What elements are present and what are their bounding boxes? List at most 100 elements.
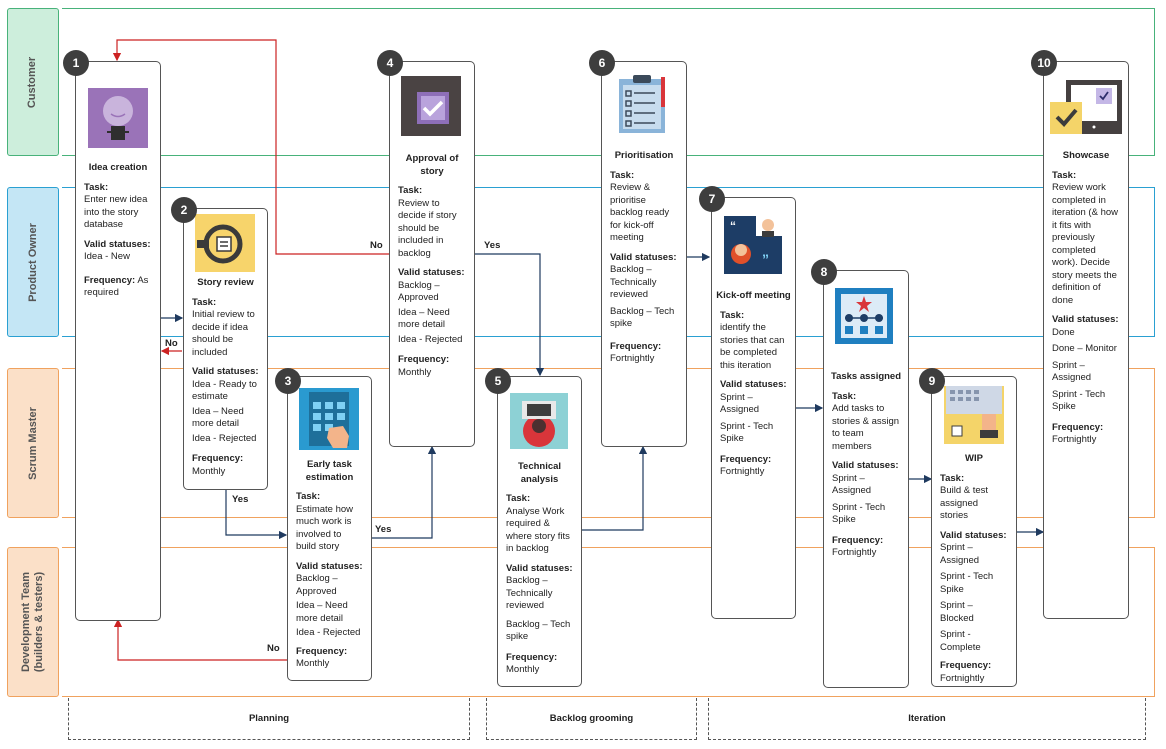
card-title: Approval of story (405, 153, 459, 177)
card-task: Review & prioritise backlog ready for ki… (610, 182, 670, 243)
card-status: Done – Monitor (1052, 343, 1117, 354)
step-badge: 6 (589, 50, 615, 76)
step-badge: 8 (811, 259, 837, 285)
card-status: Idea - New (84, 251, 130, 262)
card-status: Backlog – Technically reviewed (506, 575, 553, 611)
svg-text:“: “ (730, 219, 736, 233)
card-title: Story review (197, 277, 254, 288)
card-frequency: Fortnightly (940, 672, 985, 684)
card-task: Build & test assigned stories (940, 485, 989, 521)
arrow-4-to-5-yes (474, 253, 545, 377)
card-frequency: Monthly (506, 664, 540, 675)
card-title: Early task estimation (305, 459, 354, 483)
phase-backlog-grooming: Backlog grooming (486, 698, 697, 740)
magnifier-icon (195, 214, 255, 272)
card-status: Sprint – Assigned (720, 391, 760, 416)
developer-icon (510, 393, 568, 449)
step-card-showcase: Showcase Task: Review work completed in … (1043, 61, 1129, 619)
card-status: Idea - Rejected (192, 432, 257, 444)
card-status: Sprint – Assigned (832, 472, 872, 497)
phase-iteration: Iteration (708, 698, 1146, 740)
label-no-3-1: No (267, 643, 280, 654)
lane-label-product-owner: Product Owner (7, 187, 59, 337)
card-status: Idea - Rejected (296, 627, 361, 638)
card-status: Idea - Ready to estimate (192, 378, 257, 403)
card-task: identify the stories that can be complet… (720, 322, 785, 371)
arrow-5-to-6 (582, 445, 648, 531)
label-no-4-1: No (370, 240, 383, 251)
step-badge: 9 (919, 368, 945, 394)
card-status: Done (1052, 326, 1075, 338)
card-title: Technical analysis (517, 461, 562, 485)
clipboard-icon (619, 75, 665, 133)
card-status: Sprint – Blocked (940, 600, 974, 624)
card-title: Showcase (1062, 150, 1110, 161)
card-status: Backlog – Approved (398, 279, 440, 304)
phase-planning: Planning (68, 698, 470, 740)
card-status: Sprint - Tech Spike (940, 571, 994, 595)
card-status: Backlog – Technically reviewed (610, 264, 657, 300)
card-status: Idea – Need more detail (398, 306, 450, 331)
card-title: Prioritisation (614, 150, 674, 161)
card-status: Idea – Need more detail (192, 405, 244, 430)
arrow-3-to-4-yes (371, 445, 437, 539)
step-badge: 2 (171, 197, 197, 223)
card-task: Initial review to decide if idea should … (192, 309, 255, 358)
arrow-2-to-3-yes (225, 490, 288, 540)
card-status: Sprint – Assigned (940, 542, 980, 566)
card-status: Sprint - Complete (940, 629, 981, 653)
step-badge: 7 (699, 186, 725, 212)
card-frequency: Monthly (296, 658, 330, 669)
card-task: Enter new idea into the story database (84, 194, 148, 230)
card-task: Add tasks to stories & assign to team me… (832, 403, 900, 452)
card-frequency: Fortnightly (720, 466, 765, 477)
card-task: Review work completed in iteration (& ho… (1052, 182, 1119, 306)
label-yes-2-3: Yes (232, 494, 249, 505)
card-frequency: Fortnightly (1052, 434, 1097, 445)
lane-dev-team (62, 547, 1155, 697)
card-status: Idea – Need more detail (296, 600, 348, 624)
card-status: Idea - Rejected (398, 333, 463, 345)
lane-label-scrum-master: Scrum Master (7, 368, 59, 518)
card-title: Idea creation (88, 162, 148, 173)
lane-label-customer: Customer (7, 8, 59, 156)
card-frequency: Monthly (398, 366, 432, 378)
task-board-icon (835, 288, 893, 344)
card-status: Backlog – Tech spike (506, 618, 571, 643)
arrow-3-to-1-no (113, 618, 287, 661)
label-yes-4-5: Yes (484, 240, 501, 251)
card-status: Sprint – Assigned (1052, 359, 1092, 384)
card-title: Tasks assigned (830, 371, 902, 382)
step-badge: 1 (63, 50, 89, 76)
presentation-icon (1050, 80, 1122, 134)
step-badge: 10 (1031, 50, 1057, 76)
meeting-icon: “ ” (724, 216, 782, 274)
card-frequency: Fortnightly (832, 547, 877, 558)
card-task: Review to decide if story should be incl… (398, 197, 457, 259)
card-task: Estimate how much work is involved to bu… (296, 503, 354, 553)
card-status: Sprint - Tech Spike (1052, 388, 1106, 413)
card-status: Sprint - Tech Spike (832, 501, 886, 526)
card-task: Analyse Work required & where story fits… (506, 505, 570, 555)
card-frequency: As required (84, 274, 149, 299)
arrow-4-to-1-no (112, 39, 389, 255)
laptop-icon (944, 386, 1004, 444)
lightbulb-icon (88, 88, 148, 148)
step-card-idea-creation: Idea creation Task: Enter new idea into … (75, 61, 161, 621)
card-frequency: Monthly (192, 465, 226, 477)
step-badge: 3 (275, 368, 301, 394)
checkbox-icon (401, 76, 461, 136)
label-no-2-1: No (165, 338, 178, 349)
card-title: WIP (965, 453, 983, 464)
card-status: Backlog – Approved (296, 573, 338, 597)
svg-text:”: ” (762, 251, 769, 267)
card-status: Sprint - Tech Spike (720, 420, 774, 445)
card-status: Backlog – Tech spike (610, 305, 675, 330)
step-badge: 4 (377, 50, 403, 76)
card-frequency: Fortnightly (610, 353, 655, 364)
label-yes-3-4: Yes (375, 524, 392, 535)
step-badge: 5 (485, 368, 511, 394)
lane-label-dev-team: Development Team (builders & testers) (7, 547, 59, 697)
calculator-icon (299, 388, 359, 450)
